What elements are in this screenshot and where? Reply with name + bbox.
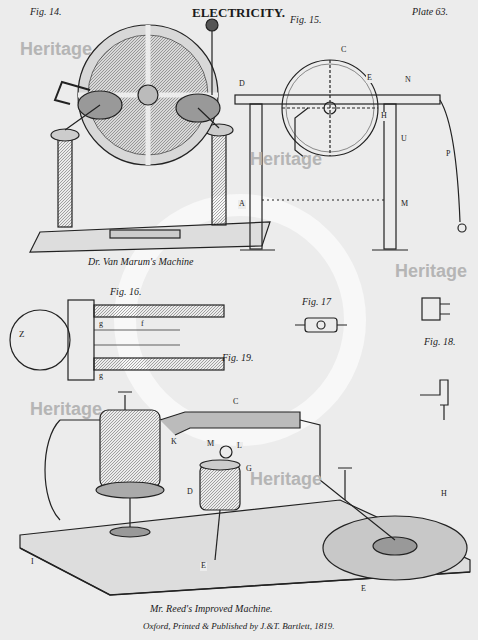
callout-letter: M: [206, 440, 215, 449]
reed-machine: [20, 392, 470, 595]
callout-letter: g: [98, 372, 104, 381]
callout-letter: L: [236, 442, 243, 451]
callout-letter: A: [238, 200, 246, 209]
callout-letter: U: [400, 135, 408, 144]
imprint-caption: Oxford, Printed & Published by J.&T. Bar…: [143, 622, 334, 632]
watermark: Heritage: [20, 40, 92, 60]
callout-letter: C: [232, 398, 239, 407]
callout-letter: E: [366, 74, 373, 83]
callout-letter: E: [360, 585, 367, 594]
figure-caption: Dr. Van Marum's Machine: [88, 256, 193, 267]
callout-letter: K: [170, 438, 178, 447]
watermark: Heritage: [250, 470, 322, 490]
figure-label: Fig. 17: [302, 296, 331, 307]
figure-label: Fig. 14.: [30, 6, 61, 17]
watermark: Heritage: [250, 150, 322, 170]
callout-letter: E: [200, 562, 207, 571]
plate-number: Plate 63.: [412, 6, 448, 17]
callout-letter: C: [340, 46, 347, 55]
callout-letter: M: [400, 200, 409, 209]
callout-letter: Z: [18, 330, 26, 340]
fig18-detail: [420, 298, 450, 420]
callout-letter: H: [380, 112, 388, 121]
plate-title: ELECTRICITY.: [192, 6, 285, 20]
callout-letter: H: [440, 490, 448, 499]
figure-label: Fig. 15.: [290, 14, 321, 25]
figure-caption: Mr. Reed's Improved Machine.: [150, 603, 273, 614]
callout-letter: P: [445, 150, 451, 159]
figure-label: Fig. 18.: [424, 336, 455, 347]
callout-letter: D: [186, 488, 194, 497]
callout-letter: N: [404, 76, 412, 85]
fig15-section: [235, 60, 466, 250]
figure-label: Fig. 19.: [222, 352, 253, 363]
callout-letter: f: [140, 320, 145, 329]
fig16-detail: [10, 300, 224, 380]
figure-label: Fig. 16.: [110, 286, 141, 297]
watermark: Heritage: [30, 400, 102, 420]
callout-letter: D: [238, 80, 246, 89]
fig17-detail: [295, 318, 347, 332]
callout-letter: I: [30, 558, 35, 567]
callout-letter: g: [98, 320, 104, 329]
watermark: Heritage: [395, 262, 467, 282]
